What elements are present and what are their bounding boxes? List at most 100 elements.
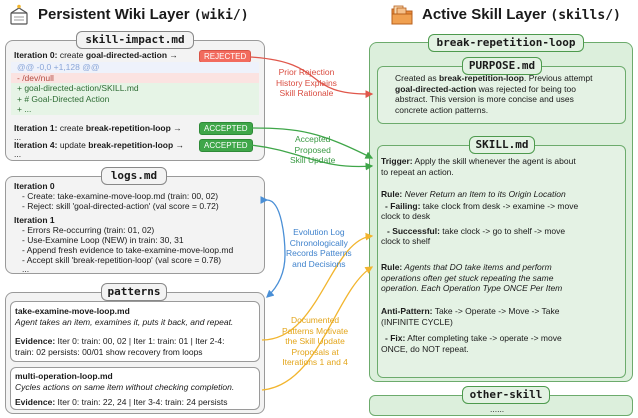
purpose-skill-name: break-repetition-loop	[438, 73, 524, 83]
iter0-label: Iteration 0:	[14, 50, 58, 60]
note-accepted-proposed: Accepted Proposed Skill Update	[290, 134, 335, 166]
iter1-skill-name: break-repetition-loop	[85, 123, 171, 133]
other-skill-ellipsis: ......	[490, 404, 505, 414]
diff-added-line: + # Goal-Directed Action	[11, 93, 259, 104]
iter4-verb: update	[57, 140, 89, 150]
skill-md-tag: SKILL.md	[469, 136, 535, 154]
successful-text: take clock -> go to shelf -> move	[439, 225, 566, 236]
purpose-text-segment: concrete action patterns.	[395, 104, 489, 115]
note-line: Records Patterns	[286, 248, 352, 258]
purpose-text-segment: . Previous attempt	[523, 73, 593, 83]
rule-text: Never Return an Item to its Origin Locat…	[402, 189, 566, 199]
iter0-arrow: →	[167, 50, 178, 60]
failing-text-cont: clock to desk	[381, 211, 431, 222]
iter4-line: Iteration 4: update break-repetition-loo…	[14, 140, 184, 151]
successful-text-cont: clock to shelf	[381, 236, 431, 247]
green-arrow-accepted	[249, 127, 374, 159]
iter1-label: Iteration 1:	[14, 123, 58, 133]
iter1-line: Iteration 1: create break-repetition-loo…	[14, 123, 182, 134]
ellipsis: ...	[14, 132, 22, 142]
iter4-arrow: →	[173, 140, 185, 150]
yellow-arrow-patterns-1	[261, 232, 374, 341]
note-documented-patterns: Documented Patterns Motivate the Skill U…	[282, 315, 348, 368]
evidence-text: Iter 0: train: 22, 24 | Iter 3-4: train:…	[55, 397, 228, 407]
rule2-block: Rule: Agents that DO take items and perf…	[381, 262, 623, 294]
trigger-text: Apply the skill whenever the agent is ab…	[412, 156, 576, 166]
note-line: Accepted	[294, 134, 331, 144]
iter1-arrow: →	[170, 123, 182, 133]
green-arrow-accepted-iter4	[249, 144, 374, 171]
pattern-card-evidence-cont: train: 02 persists: 00/01 show recovery …	[15, 347, 203, 357]
note-evolution-log: Evolution Log Chronologically Records Pa…	[286, 227, 352, 269]
note-line: and Decisions	[292, 258, 346, 269]
blue-arrow-evolution-log	[260, 196, 286, 298]
trigger-block: Trigger: Apply the skill whenever the ag…	[381, 156, 621, 177]
successful-label: - Successful:	[387, 225, 440, 236]
wiki-layer-title: Persistent Wiki Layer (wiki/)	[38, 6, 249, 23]
purpose-line: goal-directed-action was rejected for be…	[395, 84, 623, 95]
logs-iter1-line: - Errors Re-occurring (train: 01, 02)	[22, 225, 155, 235]
wiki-layer-name: Persistent Wiki Layer	[38, 6, 190, 23]
anti-pattern-text: Take -> Operate -> Move -> Take	[432, 306, 560, 316]
skill-layer-name: Active Skill Layer	[422, 6, 547, 23]
iter4-label: Iteration 4:	[14, 140, 58, 150]
pattern-card-title: take-examine-move-loop.md	[15, 306, 130, 316]
accepted-badge-iter4: ACCEPTED	[199, 139, 253, 152]
fix-text: After completing take -> operate -> move	[405, 333, 562, 344]
red-arrow-prior-rejection	[249, 56, 374, 98]
note-line: History Explains	[276, 77, 337, 88]
purpose-tag: PURPOSE.md	[462, 57, 542, 75]
iter1-verb: create	[57, 123, 86, 133]
note-prior-rejection: Prior Rejection History Explains Skill R…	[276, 67, 337, 99]
purpose-text-segment: abstract. This version is more concise a…	[395, 94, 574, 105]
note-line: Evolution Log	[293, 227, 345, 237]
note-line: Patterns Motivate	[282, 325, 349, 336]
logs-ellipsis: ...	[22, 264, 30, 274]
pattern-card-title: multi-operation-loop.md	[15, 371, 113, 381]
logs-iter0-title: Iteration 0	[14, 181, 55, 191]
break-repetition-loop-tag: break-repetition-loop	[428, 34, 584, 52]
logs-panel	[5, 176, 265, 274]
pattern-card-desc: Cycles actions on same item without chec…	[15, 382, 235, 392]
logs-iter0-line: - Reject: skill 'goal-directed-action' (…	[22, 201, 219, 211]
note-line: Skill Update	[290, 155, 336, 165]
iter0-verb: create	[57, 50, 86, 60]
diff-added-line: + ...	[11, 104, 259, 115]
yellow-arrow-patterns-2	[261, 266, 374, 391]
evidence-text: Iter 0: train: 00, 02 | Iter 1: train: 0…	[55, 336, 225, 346]
fix-text-cont: ONCE, do NOT repeat.	[381, 343, 469, 354]
pattern-card-take-examine	[10, 301, 260, 362]
logs-tag: logs.md	[101, 167, 167, 185]
purpose-text-segment: was rejected for being too	[476, 83, 576, 94]
patterns-tag: patterns	[101, 283, 167, 301]
purpose-text: Created as break-repetition-loop. Previo…	[395, 73, 623, 115]
failing-text: take clock from desk -> examine -> move	[420, 200, 579, 211]
pattern-card-evidence: Evidence: Iter 0: train: 00, 02 | Iter 1…	[15, 336, 224, 347]
fix-label: - Fix:	[385, 333, 406, 344]
iter0-line: Iteration 0: create goal-directed-action…	[14, 50, 178, 61]
rule-text-cont: operation. Each Operation Type ONCE Per …	[381, 283, 563, 294]
note-line: Chronologically	[289, 237, 348, 248]
rule-text: Agents that DO take items and perform	[402, 262, 552, 272]
trigger-text-cont: to repeat an action.	[381, 166, 454, 177]
diff-removed-line: - /dev/null	[11, 72, 259, 83]
trigger-label: Trigger:	[381, 156, 413, 166]
skill-layer-title: Active Skill Layer (skills/)	[422, 6, 621, 23]
logs-iter1-line: - Use-Examine Loop (NEW) in train: 30, 3…	[22, 235, 184, 245]
failing-label: - Failing:	[385, 200, 421, 211]
iter0-skill-name: goal-directed-action	[85, 50, 168, 60]
note-line: Proposed	[294, 144, 331, 155]
skill-folder-icon	[390, 3, 414, 27]
rule-text-cont: operations often get stuck repeating the…	[381, 272, 554, 283]
ellipsis: ...	[14, 149, 22, 159]
wiki-icon	[8, 4, 30, 26]
note-line: the Skill Update	[285, 336, 345, 346]
anti-pattern-label: Anti-Pattern:	[381, 306, 433, 316]
note-line: Documented	[290, 315, 340, 325]
purpose-line: Created as break-repetition-loop. Previo…	[395, 73, 623, 84]
skill-card	[377, 145, 626, 378]
skill-layer-path: (skills/)	[550, 8, 621, 23]
logs-iter1-line: - Append fresh evidence to take-examine-…	[22, 245, 234, 255]
anti-pattern-block: Anti-Pattern: Take -> Operate -> Move ->…	[381, 306, 621, 354]
